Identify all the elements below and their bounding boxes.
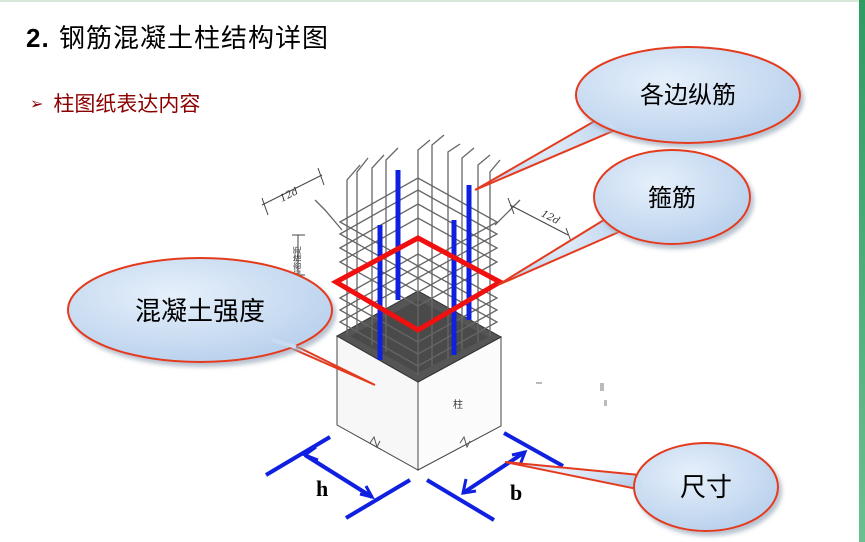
- dim-label-left: 12d: [278, 186, 300, 204]
- top-dimension-marks: [261, 167, 573, 276]
- bullet-item: ➢ 柱图纸表达内容: [30, 88, 200, 118]
- callout-dimensions-text: 尺寸: [680, 473, 732, 503]
- slide-title: 2. 钢筋混凝土柱结构详图: [26, 18, 329, 55]
- callout-longitudinal-bars-text: 各边纵筋: [640, 81, 736, 109]
- arrow-bullet-icon: ➢: [30, 93, 44, 113]
- title-number: 2.: [26, 23, 50, 53]
- dimension-b-label: b: [510, 480, 522, 505]
- column-body: 柱: [335, 290, 503, 471]
- rebar-cage: [314, 134, 521, 375]
- callout-dimensions: 尺寸: [504, 442, 779, 532]
- callout-stirrups: 箍筋: [497, 149, 751, 286]
- title-text: 钢筋混凝土柱结构详图: [58, 24, 329, 54]
- stirrup-highlight: [330, 235, 506, 333]
- bullet-text: 柱图纸表达内容: [53, 92, 201, 116]
- callout-concrete-strength: 混凝土强度: [67, 257, 376, 386]
- dimension-lines: [264, 431, 564, 522]
- column-label: 柱: [453, 398, 463, 411]
- dimension-h-label: h: [316, 476, 328, 501]
- dim-label-right: 12d: [539, 209, 561, 227]
- right-accent-bar: [859, 0, 865, 542]
- top-border-line: [0, 0, 860, 2]
- scan-marks: [536, 382, 607, 406]
- callout-concrete-strength-text: 混凝土强度: [135, 297, 265, 327]
- stirrup-spacing-label: 加密箍距: [292, 246, 302, 278]
- callout-stirrups-text: 箍筋: [648, 184, 696, 212]
- dimension-arrowheads: [301, 445, 528, 500]
- callout-longitudinal-bars: 各边纵筋: [474, 46, 801, 191]
